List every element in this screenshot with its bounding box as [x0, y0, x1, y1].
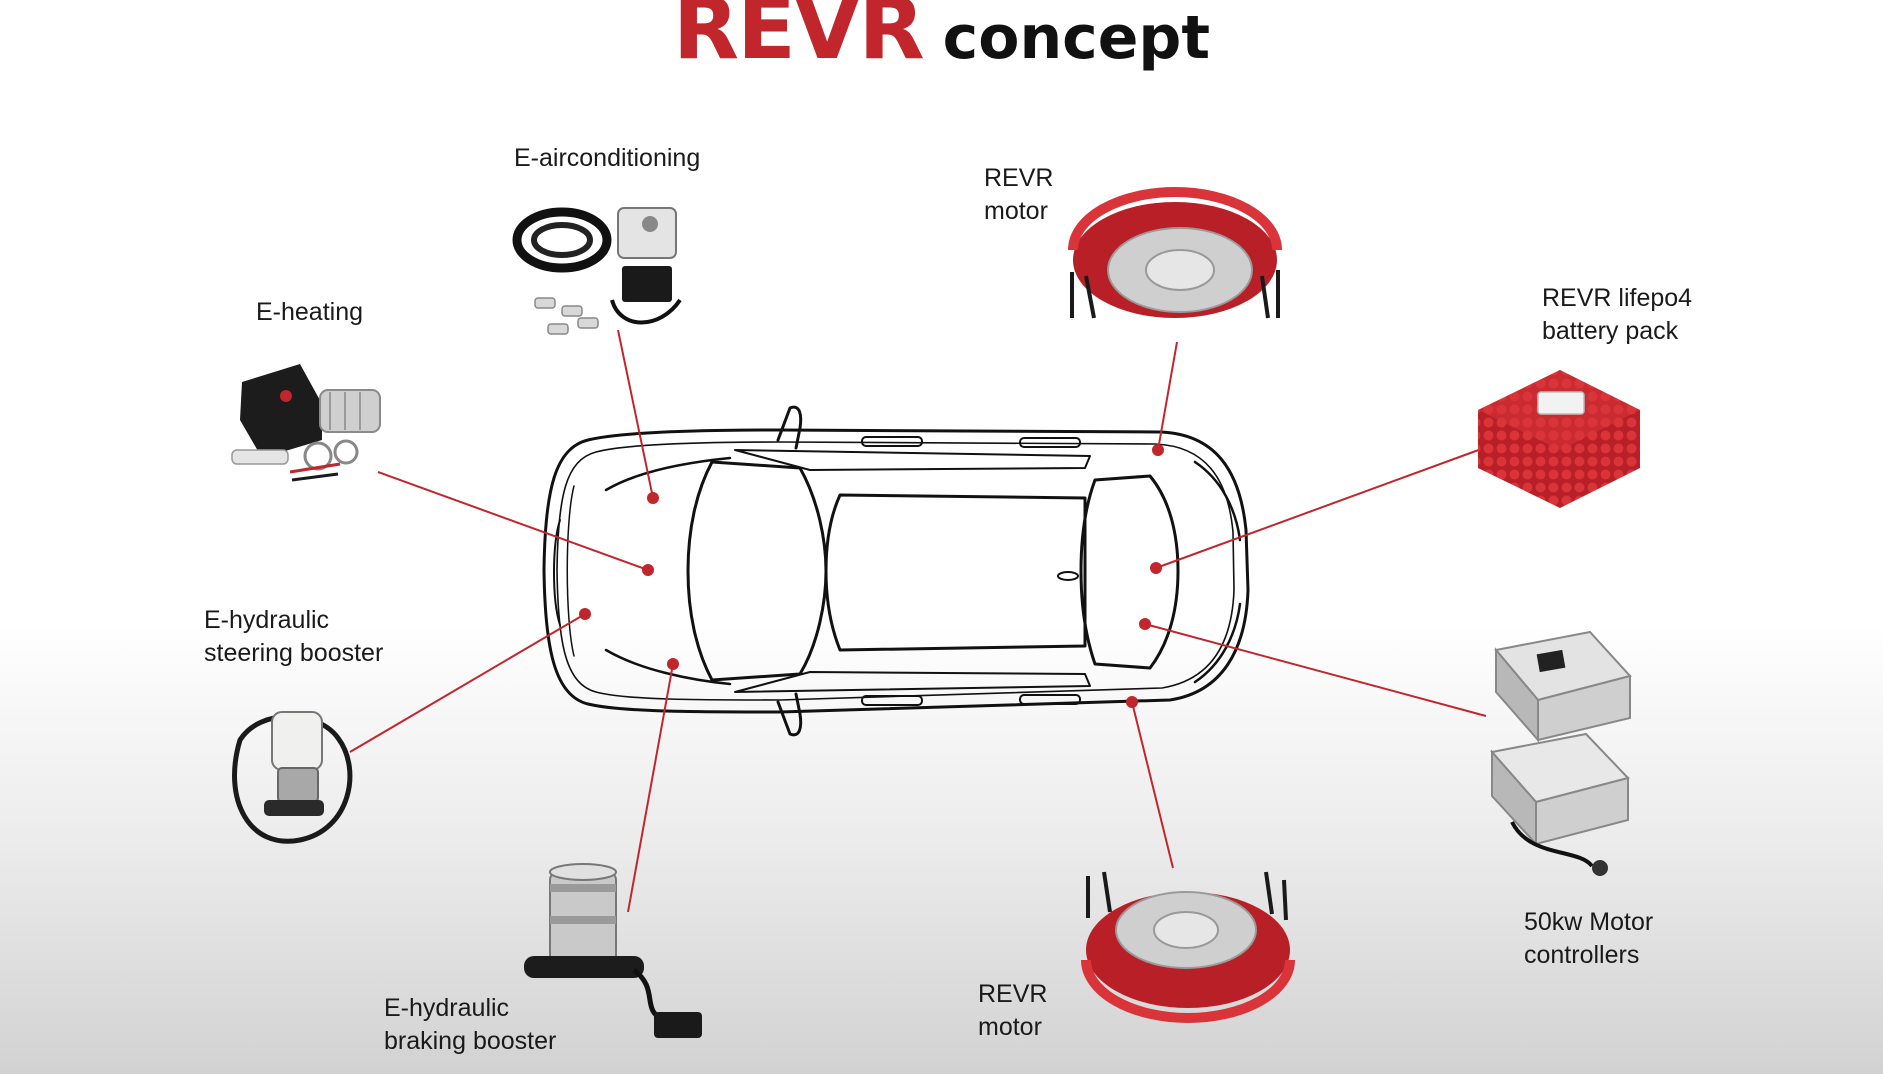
label-motor-controllers: 50kw Motor controllers [1524, 908, 1654, 969]
connector-controllers [1144, 623, 1487, 717]
connector-airconditioning [617, 329, 654, 499]
hub-motor-icon [1068, 187, 1282, 319]
connector-motor-top [1157, 341, 1178, 451]
connector-dot [667, 658, 679, 670]
connector-dot [1126, 696, 1138, 708]
connector-motor-bottom [1131, 701, 1174, 869]
label-e-airconditioning: E-airconditioning [514, 144, 701, 172]
hub-motor-icon [1081, 871, 1295, 1023]
connector-steering [349, 613, 586, 753]
battery-pack-icon [1478, 370, 1640, 508]
connector-battery [1155, 447, 1485, 569]
connector-braking [627, 663, 674, 913]
steering-pump-icon [232, 711, 353, 844]
connector-dot [642, 564, 654, 576]
label-e-heating: E-heating [256, 298, 364, 326]
connector-dot [1139, 618, 1151, 630]
car-top-view [542, 405, 1250, 737]
connector-dot [647, 492, 659, 504]
heater-unit-icon [231, 364, 381, 482]
air-conditioning-unit-icon [512, 207, 682, 335]
connector-dot [1152, 444, 1164, 456]
connector-heating [377, 471, 649, 571]
brake-pump-icon [524, 863, 702, 1038]
label-revr-motor-top: REVR motor [984, 164, 1054, 225]
title-word: concept [942, 3, 1211, 73]
title-brand: REVR [672, 0, 925, 79]
label-battery-pack: REVR lifepo4 battery pack [1542, 284, 1693, 345]
connector-dot [1150, 562, 1162, 574]
label-e-hydraulic-steering: E-hydraulic steering booster [204, 606, 384, 667]
label-e-hydraulic-braking: E-hydraulic braking booster [384, 994, 557, 1055]
motor-controller-icon [1490, 630, 1632, 876]
label-revr-motor-bottom: REVR motor [978, 980, 1048, 1041]
connector-dot [579, 608, 591, 620]
